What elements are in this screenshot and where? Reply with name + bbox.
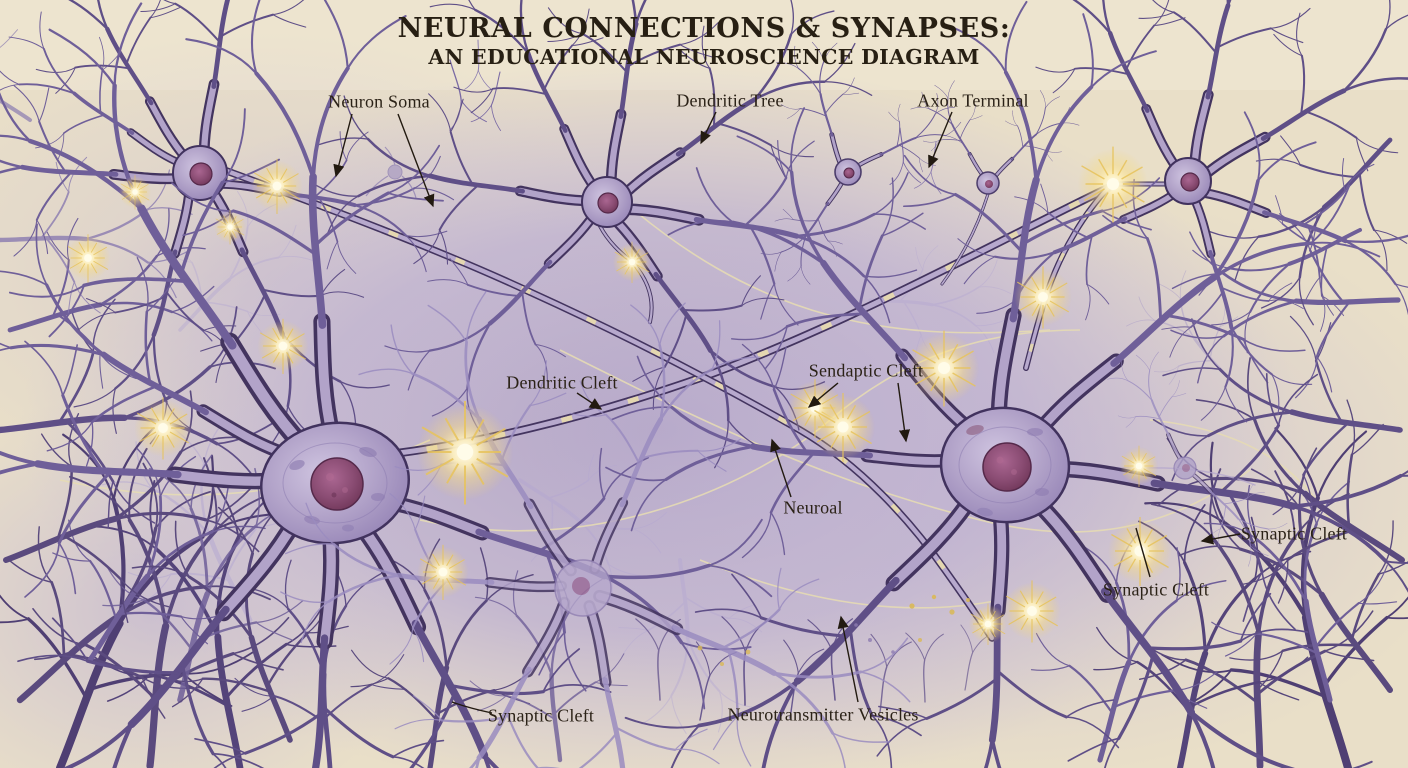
leader-arrows (333, 111, 1241, 714)
title-line-1: NEURAL CONNECTIONS & SYNAPSES: (397, 13, 1011, 44)
neuron-top-left (0, 0, 459, 477)
neuron-small-mid (752, 31, 975, 296)
label-synaptic-cleft-mid-right: Synaptic Cleft (1102, 579, 1210, 600)
title-line-2: AN EDUCATIONAL NEUROSCIENCE DIAGRAM (428, 45, 980, 69)
neuron-bottom-middle (281, 264, 939, 768)
label-sendaptic-cleft: Sendaptic Cleft (808, 360, 924, 381)
label-synaptic-cleft-bottom: Synaptic Cleft (487, 705, 595, 726)
label-synaptic-cleft-right: Synaptic Cleft (1240, 523, 1348, 544)
neuron-right (590, 0, 1408, 768)
neuron-small-mid-2 (900, 71, 1088, 286)
label-neurotransmitter-vesicles: Neurotransmitter Vesicles (727, 704, 919, 725)
axon-topleft-to-bottomright (220, 166, 996, 642)
label-axon-terminal: Axon Terminal (917, 90, 1029, 111)
label-dendritic-tree: Dendritic Tree (676, 90, 784, 111)
label-dendritic-cleft: Dendritic Cleft (506, 372, 618, 393)
neuron-right-small (1095, 341, 1299, 576)
label-neuroal: Neuroal (783, 497, 843, 518)
neuron-left (0, 0, 798, 768)
vesicle-dots (697, 594, 970, 666)
label-neuron-soma: Neuron Soma (328, 91, 430, 112)
glial-cell-small (365, 146, 417, 199)
diagram-title: NEURAL CONNECTIONS & SYNAPSES: AN EDUCAT… (0, 13, 1408, 69)
